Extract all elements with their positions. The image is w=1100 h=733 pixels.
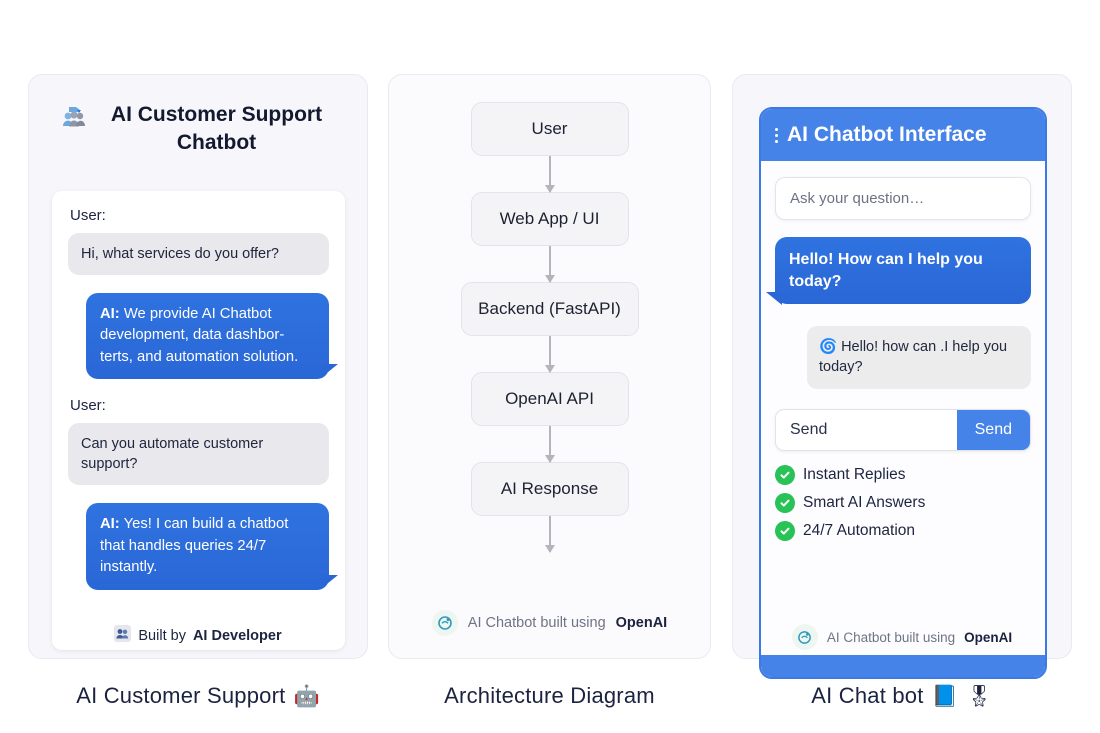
caption-text: AI Chat bot — [811, 683, 924, 708]
bot-reply-text: Hello! how can .I help you today? — [819, 339, 1008, 376]
caption-panel2: Architecture Diagram — [388, 683, 711, 709]
flow-node-web-app-ui: Web App / UI — [470, 192, 629, 246]
feature-label: 24/7 Automation — [803, 521, 916, 539]
panel-architecture-diagram: User Web App / UI Backend (FastAPI) Open… — [388, 74, 711, 659]
phone-bottom-bar — [761, 655, 1045, 677]
feature-label: Instant Replies — [803, 465, 906, 483]
openai-icon — [431, 610, 458, 636]
send-button[interactable]: Send — [956, 409, 1030, 450]
people-group-icon — [60, 103, 88, 136]
bot-avatar-icon: 🌀 — [819, 339, 838, 356]
question-input[interactable]: Ask your question… — [775, 177, 1031, 220]
check-icon — [775, 492, 795, 513]
user-role-label-2: User: — [70, 397, 106, 415]
caption-text: AI Customer Support — [76, 683, 286, 708]
message-input[interactable]: Send — [790, 420, 828, 438]
footer-prefix-3: AI Chatbot built using — [826, 629, 956, 645]
robot-face-icon: 🤖 — [293, 684, 320, 708]
chat-body: Ask your question… Hello! How can I help… — [761, 161, 1045, 541]
panel-ai-customer-support: AI Customer Support Chatbot User: Hi, wh… — [28, 74, 368, 659]
flow-arrow-5 — [544, 516, 555, 553]
message-bubble-assistant: Hello! How can I help you today? — [766, 237, 1031, 306]
flow-arrow-4 — [544, 426, 555, 463]
message-bubble-user-1: Hi, what services do you offer? — [68, 233, 329, 275]
panel3-footer: AI Chatbot built using OpenAI — [733, 624, 1071, 650]
chat-header-bar: AI Chatbot Interface — [761, 109, 1045, 161]
openai-icon — [791, 624, 818, 650]
footer-prefix-1: Built by — [138, 627, 186, 644]
panel1-footer: Built by AI Developer — [29, 625, 367, 646]
panel1-title: AI Customer Support Chatbot — [110, 103, 323, 154]
flow-node-user: User — [470, 102, 629, 156]
caption-text: Architecture Diagram — [444, 683, 655, 708]
ai-text-2: Yes! I can build a chatbot that handles … — [100, 516, 289, 576]
flow-arrow-3 — [544, 336, 555, 373]
flow-node-backend-fastapi: Backend (FastAPI) — [460, 282, 639, 336]
feature-item: Smart AI Answers — [775, 492, 1031, 513]
user-role-label-1: User: — [70, 207, 106, 224]
kebab-menu-icon[interactable] — [775, 127, 778, 143]
ai-prefix-1: AI: — [100, 306, 120, 322]
feature-list: Instant Replies Smart AI Answers 24/7 Au… — [775, 464, 1031, 541]
check-icon — [775, 464, 795, 485]
feature-item: 24/7 Automation — [775, 520, 1031, 541]
medal-icon: 🎖 — [965, 684, 993, 708]
panel1-header: AI Customer Support Chatbot — [29, 75, 367, 157]
footer-bold-3: OpenAI — [964, 629, 1013, 645]
feature-item: Instant Replies — [775, 464, 1031, 485]
panel2-footer: AI Chatbot built using OpenAI — [389, 610, 710, 636]
message-bubble-bot-reply: 🌀Hello! how can .I help you today? — [807, 326, 1031, 389]
footer-bold-2: OpenAI — [615, 615, 668, 631]
caption-panel3: AI Chat bot 📘 🎖 — [732, 683, 1072, 709]
ai-text-1: We provide AI Chatbot development, data … — [100, 306, 299, 365]
ai-prefix-2: AI: — [100, 516, 120, 533]
chat-transcript-card: User: Hi, what services do you offer? AI… — [52, 191, 345, 650]
footer-bold-1: AI Developer — [192, 627, 282, 644]
panel-ai-chat-bot: AI Chatbot Interface Ask your question… … — [732, 74, 1072, 679]
message-bubble-ai-1: AI: We provide AI Chatbot development, d… — [86, 293, 338, 380]
caption-panel1: AI Customer Support 🤖 — [28, 683, 368, 709]
flow-node-openai-api: OpenAI API — [470, 372, 629, 426]
send-message-row: Send Send — [775, 408, 1031, 451]
phone-mockup: AI Chatbot Interface Ask your question… … — [759, 107, 1047, 679]
feature-label: Smart AI Answers — [803, 493, 926, 511]
people-badge-icon — [114, 625, 132, 646]
message-bubble-ai-2: AI: Yes! I can build a chatbot that hand… — [86, 503, 338, 590]
flow-arrow-2 — [544, 246, 555, 283]
book-icon: 📘 — [931, 684, 958, 708]
flow-arrow-1 — [544, 156, 555, 193]
flow-node-ai-response: AI Response — [470, 462, 629, 516]
message-bubble-user-2: Can you automate customer support? — [68, 423, 329, 486]
chat-header-title: AI Chatbot Interface — [787, 123, 987, 146]
flow-chart: User Web App / UI Backend (FastAPI) Open… — [389, 75, 710, 553]
footer-prefix-2: AI Chatbot built using — [467, 615, 606, 631]
check-icon — [775, 520, 795, 541]
